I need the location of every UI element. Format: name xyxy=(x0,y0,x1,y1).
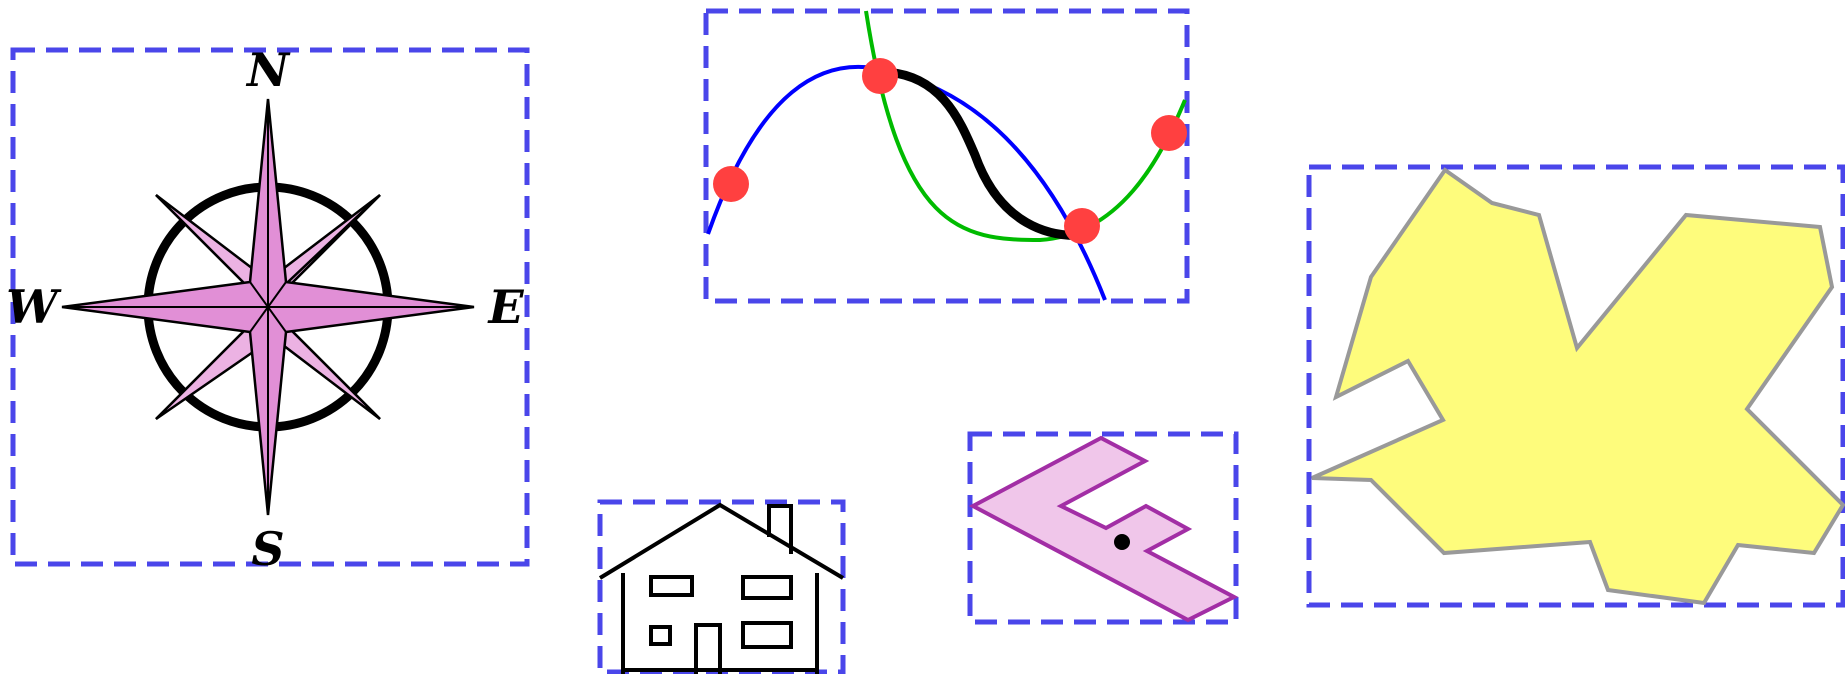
marker-point-1[interactable] xyxy=(713,166,749,202)
yellow-polygon xyxy=(1312,170,1843,603)
house-window-small xyxy=(651,627,670,644)
l-shape-dot xyxy=(1114,534,1130,550)
house-panel xyxy=(600,502,843,674)
marker-point-2[interactable] xyxy=(862,58,898,94)
compass-label-east: E xyxy=(486,280,524,334)
l-shape-panel xyxy=(970,434,1236,622)
connecting-path xyxy=(880,72,1085,235)
compass-label-south: S xyxy=(251,522,284,576)
house-window-top-right xyxy=(743,577,791,598)
curves-frame xyxy=(706,11,1187,301)
compass-rose-panel: N S E W xyxy=(6,43,527,576)
house-window-top-left xyxy=(651,577,692,595)
marker-point-3[interactable] xyxy=(1064,208,1100,244)
green-curve xyxy=(866,11,1185,240)
compass-label-north: N xyxy=(245,43,291,97)
polygon-panel xyxy=(1309,167,1843,605)
curves-panel xyxy=(706,11,1187,301)
house-window-bottom-right xyxy=(743,623,791,647)
house-door xyxy=(696,625,720,674)
compass-star-ridges xyxy=(62,99,474,515)
blue-curve xyxy=(708,67,1105,300)
house-roof xyxy=(600,505,843,578)
marker-point-4[interactable] xyxy=(1151,115,1187,151)
house-icon xyxy=(600,505,843,674)
l-shape xyxy=(973,438,1234,620)
compass-label-west: W xyxy=(6,280,62,334)
